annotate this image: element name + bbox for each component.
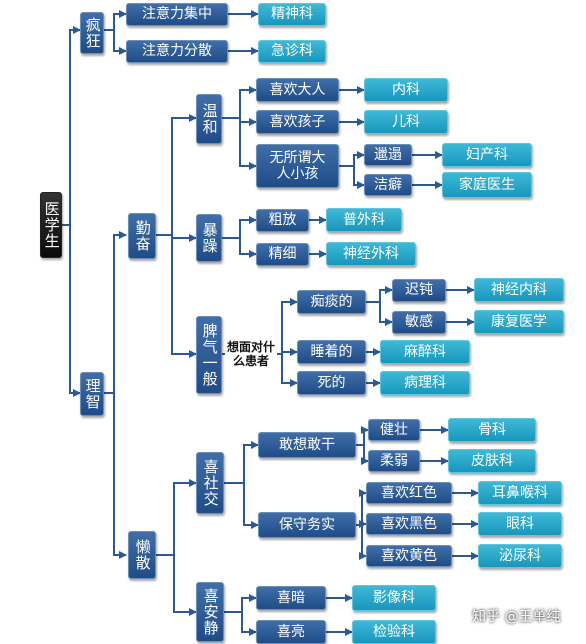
trait-rough: 粗放 [256,209,309,232]
dept-family-doctor: 家庭医生 [442,172,532,198]
trait-like-black: 喜欢黑色 [366,513,452,535]
watermark: 知乎 @王单纯 [472,609,561,625]
trait-irritable: 暴躁 [196,214,222,262]
trait-distracted: 注意力分散 [126,40,228,63]
patient-sick: 痴痰的 [297,290,366,314]
dept-orthopedics: 骨科 [448,418,536,442]
trait-soft: 柔弱 [368,450,420,472]
trait-quiet: 喜安静 [196,582,224,642]
trait-fine: 精细 [256,243,309,266]
dept-ophthalmology: 眼科 [478,512,562,536]
dept-psychiatry: 精神科 [258,3,326,26]
dept-dermatology: 皮肤科 [448,449,536,473]
dept-obgyn: 妇产科 [442,143,532,167]
trait-like-red: 喜欢红色 [366,482,452,504]
dept-neurology: 神经内科 [474,278,564,302]
dept-rehab: 康复医学 [474,310,564,334]
trait-clean: 洁癖 [364,174,412,196]
branch-crazy: 疯狂 [80,12,104,54]
trait-focused: 注意力集中 [126,3,228,26]
trait-slow: 迟钝 [392,279,446,302]
trait-conservative: 保守务实 [258,512,356,538]
trait-like-dark: 喜暗 [256,586,326,610]
trait-bold: 敢想敢干 [258,432,356,458]
trait-sensitive: 敏感 [392,311,446,334]
trait-like-kids: 喜欢孩子 [256,110,339,134]
edge-label-patients: 想面对什么患者 [225,340,277,368]
dept-emergency: 急诊科 [258,40,326,63]
branch-diligent: 勤奋 [128,213,156,259]
trait-like-adults: 喜欢大人 [256,78,339,102]
branch-lazy: 懒散 [128,531,156,579]
trait-sloppy: 邋遢 [364,144,412,166]
dept-pathology: 病理科 [380,371,470,395]
trait-gentle: 温和 [196,94,222,144]
dept-imaging: 影像科 [352,585,436,611]
dept-general-surgery: 普外科 [326,208,402,232]
trait-like-yellow: 喜欢黄色 [366,545,452,567]
dept-pediatrics: 儿科 [364,110,448,134]
trait-like-bright: 喜亮 [256,620,326,644]
dept-neurosurgery: 神经外科 [326,242,416,266]
trait-average-temper: 脾气一般 [196,316,222,394]
dept-ent: 耳鼻喉科 [478,481,562,505]
trait-social: 喜社交 [196,452,224,514]
dept-urology: 泌尿科 [478,544,562,568]
patient-dead: 死的 [297,371,366,395]
dept-anesthesia: 麻醉科 [380,340,470,364]
dept-internal-medicine: 内科 [364,78,448,102]
trait-strong: 健壮 [368,419,420,441]
branch-rational: 理智 [80,372,104,416]
root-node: 医学生 [40,192,62,258]
patient-sleeping: 睡着的 [297,340,366,364]
dept-lab: 检验科 [352,620,436,644]
trait-whatever: 无所谓大人小孩 [256,144,339,188]
